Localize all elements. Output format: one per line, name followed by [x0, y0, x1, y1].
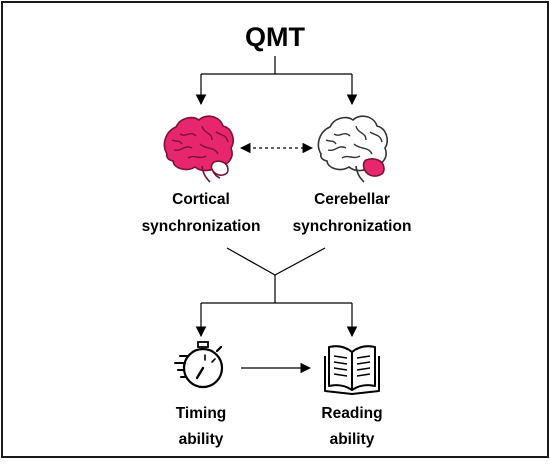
stopwatch-icon [174, 341, 224, 389]
timing-label-line1: Timing [176, 405, 227, 422]
reading-label-line2: ability [330, 431, 375, 448]
timing-label-line2: ability [179, 431, 224, 448]
cortical-brain-icon [163, 115, 234, 183]
cerebellar-brain-icon [317, 115, 388, 183]
open-book-icon [324, 345, 380, 395]
cortical-label-line2: synchronization [142, 218, 261, 235]
merge-connector [195, 247, 358, 338]
cerebellar-label-line1: Cerebellar [314, 191, 390, 208]
qmt-branch-connector [195, 56, 358, 106]
reading-label-line1: Reading [321, 405, 382, 422]
title: QMT [245, 22, 305, 52]
cerebellar-label-line2: synchronization [293, 218, 412, 235]
cortical-label-line1: Cortical [172, 191, 230, 208]
